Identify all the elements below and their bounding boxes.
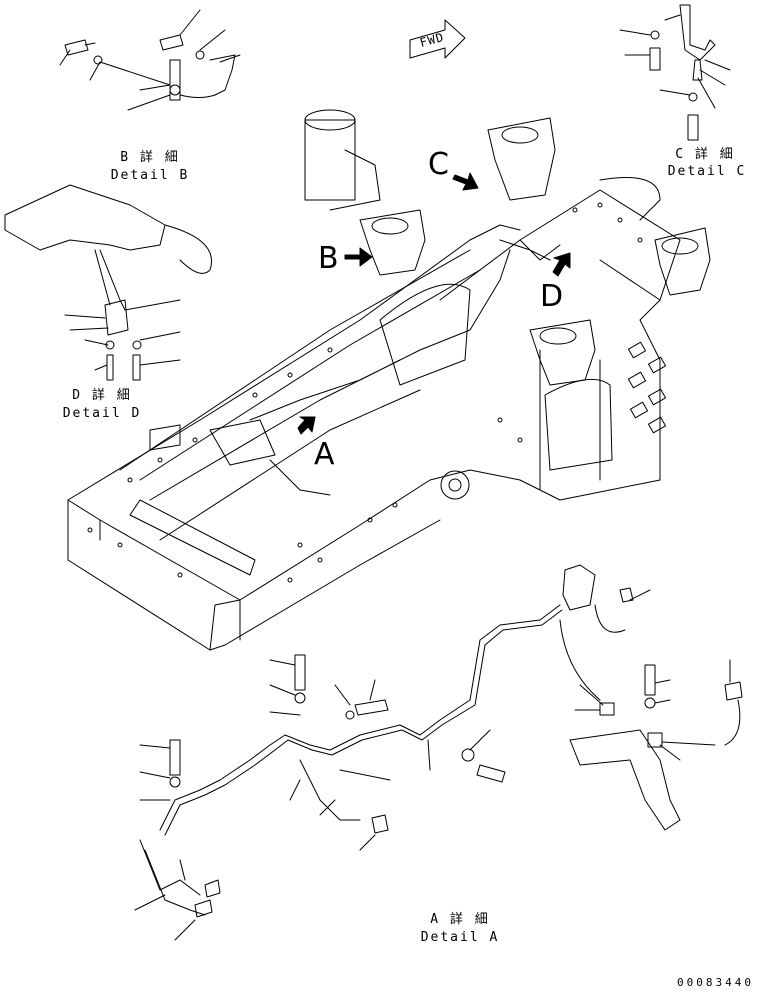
detail-a-title-jp: A 詳 細 xyxy=(430,912,490,927)
detail-a-title-en: Detail A xyxy=(420,930,500,945)
callout-b: B xyxy=(318,241,339,276)
drawing-number: 00083440 xyxy=(677,976,754,989)
detail-a-drawing xyxy=(135,565,742,940)
detail-d-title-en: Detail D xyxy=(62,406,142,421)
detail-c-title-jp: C 詳 細 xyxy=(675,147,735,162)
detail-d-title-jp: D 詳 細 xyxy=(72,388,132,403)
detail-c-title-en: Detail C xyxy=(667,164,747,179)
arrow-d xyxy=(553,253,570,276)
arrow-c xyxy=(453,173,478,190)
arrow-b xyxy=(345,248,372,266)
detail-b-drawing xyxy=(60,10,240,110)
arrow-a xyxy=(298,417,315,434)
detail-d-drawing xyxy=(5,185,212,380)
callout-arrows xyxy=(298,173,570,434)
callout-c: C xyxy=(428,147,449,182)
fwd-arrow xyxy=(410,20,465,58)
detail-b-title-jp: B 詳 細 xyxy=(120,150,180,165)
detail-c-drawing xyxy=(620,5,730,140)
callout-d: D xyxy=(540,279,564,314)
main-frame xyxy=(68,110,710,650)
detail-b-title-en: Detail B xyxy=(110,168,190,183)
callout-a: A xyxy=(314,437,335,472)
